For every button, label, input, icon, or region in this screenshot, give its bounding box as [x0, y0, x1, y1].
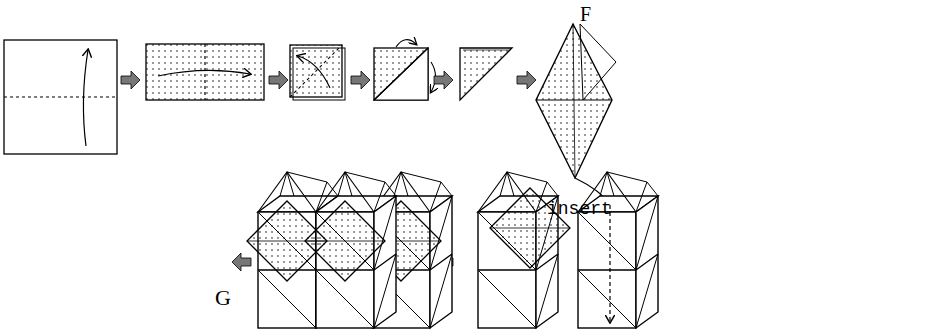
- step-letter: F: [580, 4, 591, 24]
- step-letter: G: [215, 287, 231, 309]
- instruction-note: insert: [547, 200, 612, 218]
